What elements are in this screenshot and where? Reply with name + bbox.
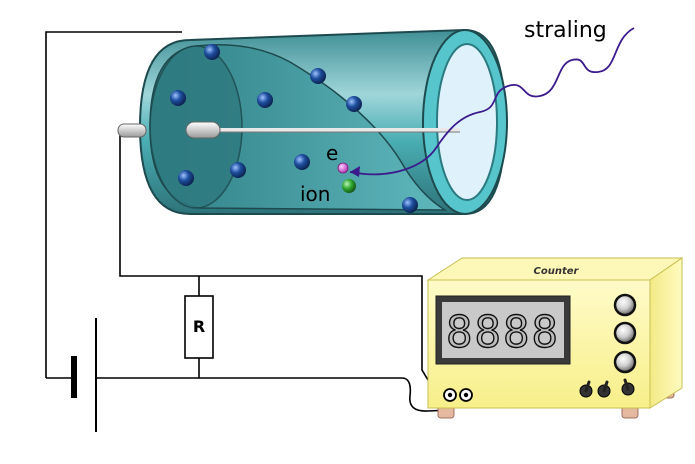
- resistor: R: [184, 295, 214, 359]
- wire-bottom: [96, 377, 451, 412]
- gas-atom: [204, 44, 220, 60]
- counter-device: Counter 8888: [426, 257, 684, 419]
- counter-side-face: [649, 257, 683, 409]
- resistor-label: R: [193, 317, 205, 336]
- anode-insulator: [185, 121, 221, 139]
- gas-atom: [346, 96, 362, 112]
- counter-brand-label: Counter: [534, 266, 580, 277]
- radiation-arrowhead: [350, 166, 360, 177]
- ion-label: ion: [300, 182, 330, 206]
- round-knob-icon[interactable]: [613, 321, 637, 345]
- toggle-switch-icon[interactable]: [621, 378, 635, 396]
- radiation-label: straling: [524, 18, 607, 43]
- gas-atom: [294, 154, 310, 170]
- banana-socket-icon[interactable]: [443, 388, 457, 402]
- round-knob-icon[interactable]: [613, 293, 637, 317]
- anode-pin: [117, 123, 147, 138]
- electron-label: e: [326, 141, 338, 165]
- gas-atom: [257, 92, 273, 108]
- ion-particle: [342, 179, 356, 193]
- wire-anode-down: [119, 132, 435, 391]
- toggle-switch-icon[interactable]: [597, 380, 611, 398]
- banana-socket-icon[interactable]: [459, 388, 473, 402]
- gas-atom: [402, 197, 418, 213]
- tube-window: [436, 43, 498, 201]
- gas-atom: [170, 90, 186, 106]
- wire-top-left: [45, 31, 182, 378]
- counter-display: [442, 302, 564, 358]
- electron-particle: [337, 162, 349, 174]
- counter-display-digits: 8888: [446, 307, 560, 358]
- battery: [71, 318, 97, 432]
- gas-atoms: [170, 44, 418, 213]
- gas-atom: [310, 68, 326, 84]
- radiation-path: [349, 27, 635, 176]
- toggle-switch-icon[interactable]: [579, 380, 593, 398]
- resistor-body: [184, 295, 214, 359]
- gas-atom: [230, 162, 246, 178]
- gas-atom: [178, 170, 194, 186]
- round-knob-icon[interactable]: [613, 350, 637, 374]
- circuit-wires: [45, 31, 451, 412]
